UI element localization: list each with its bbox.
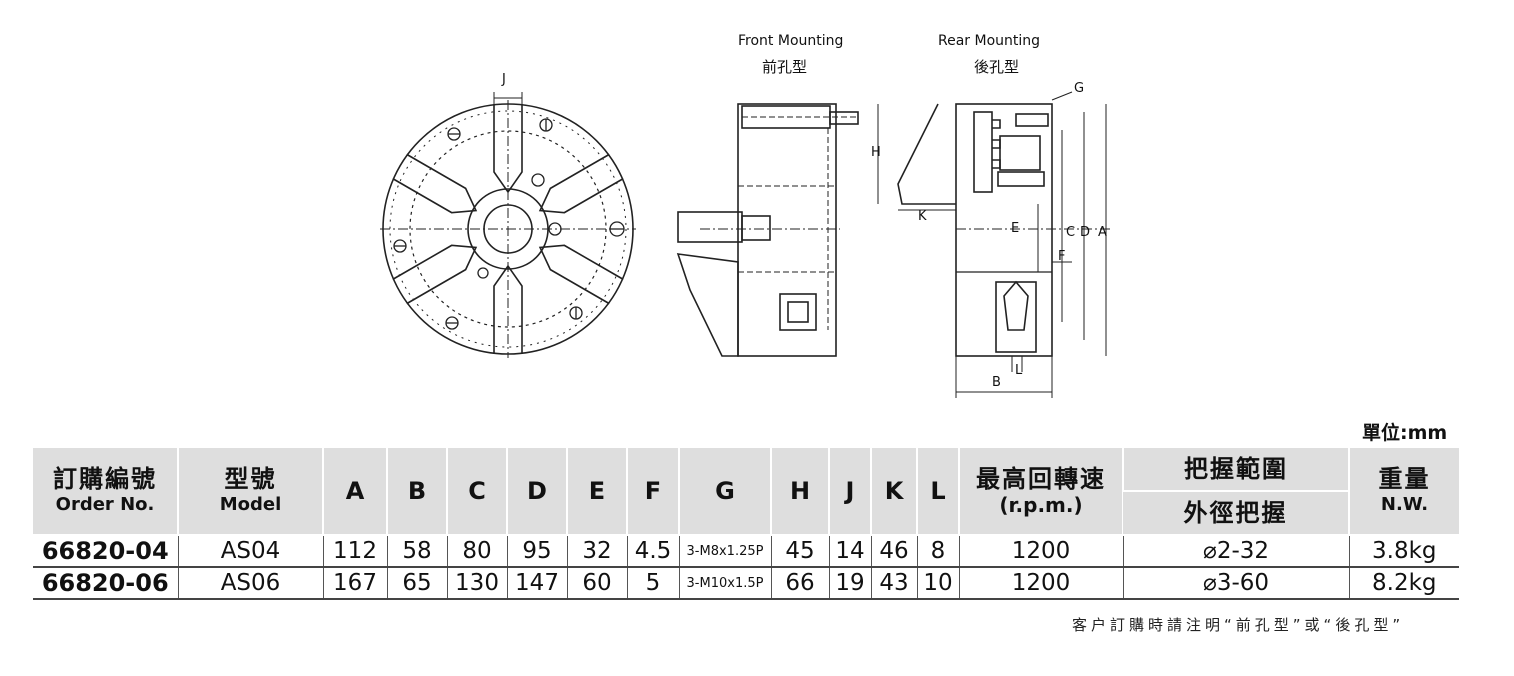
cell-j: 19 — [828, 567, 871, 600]
front-mounting-label-en: Front Mounting — [738, 33, 843, 49]
header-grip-external: 外徑把握 — [1123, 491, 1349, 536]
rear-mounting-view — [877, 91, 1110, 398]
header-weight: 重量 N.W. — [1348, 446, 1459, 536]
spec-table: 訂購編號 Order No. 型號 Model A B C D E F G H … — [33, 446, 1459, 600]
technical-drawing: J Front Mounting 前孔型 Rear Mounting 後孔型 — [380, 33, 1110, 398]
header-l: L — [916, 446, 959, 536]
header-model: 型號 Model — [177, 446, 323, 536]
table-row: 66820-04 AS04 112 58 80 95 32 4.5 3-M8x1… — [33, 534, 1459, 568]
header-e: E — [566, 446, 627, 536]
order-footnote: 客户訂購時請注明“前孔型”或“後孔型” — [1072, 616, 1405, 634]
cell-order-no: 66820-04 — [33, 534, 178, 568]
cell-j: 14 — [828, 534, 871, 568]
dim-label-f: F — [1058, 249, 1065, 264]
cell-model: AS06 — [177, 567, 323, 600]
header-grip-range: 把握範圍 — [1122, 446, 1349, 492]
cell-k: 46 — [870, 534, 917, 568]
cell-a: 167 — [322, 567, 387, 600]
mounting-hole-marks — [393, 118, 625, 330]
cell-l: 8 — [916, 534, 959, 568]
cell-f: 4.5 — [626, 534, 679, 568]
header-a: A — [322, 446, 387, 536]
cell-grip: ⌀3-60 — [1122, 567, 1349, 600]
cell-k: 43 — [870, 567, 917, 600]
header-d: D — [506, 446, 567, 536]
cell-h: 45 — [770, 534, 829, 568]
cell-d: 147 — [506, 567, 567, 600]
dim-label-h: H — [871, 145, 881, 160]
cell-order-no: 66820-06 — [33, 567, 178, 600]
rear-mounting-label-en: Rear Mounting — [938, 33, 1040, 49]
dim-label-l: L — [1015, 363, 1023, 378]
dim-label-c: C — [1066, 225, 1075, 240]
header-j: J — [828, 446, 871, 536]
cell-e: 32 — [566, 534, 627, 568]
jaw-upper-right — [538, 153, 624, 214]
cell-g: 3-M10x1.5P — [678, 567, 771, 600]
header-k: K — [870, 446, 917, 536]
jaw-lower-right — [538, 244, 624, 305]
dim-label-j: J — [501, 72, 506, 87]
cell-rpm: 1200 — [958, 534, 1123, 568]
cell-f: 5 — [626, 567, 679, 600]
cell-e: 60 — [566, 567, 627, 600]
cell-h: 66 — [770, 567, 829, 600]
header-max-speed: 最高回轉速 (r.p.m.) — [958, 446, 1123, 536]
dim-label-e: E — [1011, 221, 1019, 236]
dim-label-g: G — [1074, 81, 1084, 96]
header-f: F — [626, 446, 679, 536]
cell-c: 130 — [446, 567, 507, 600]
rear-mounting-label-cn: 後孔型 — [974, 58, 1019, 76]
dim-label-d: D — [1080, 225, 1090, 240]
cell-c: 80 — [446, 534, 507, 568]
dim-label-k: K — [918, 209, 927, 224]
table-row: 66820-06 AS06 167 65 130 147 60 5 3-M10x… — [33, 567, 1459, 600]
cell-weight: 3.8kg — [1348, 534, 1459, 568]
dim-label-b: B — [992, 375, 1001, 390]
cell-rpm: 1200 — [958, 567, 1123, 600]
cell-model: AS04 — [177, 534, 323, 568]
header-g: G — [678, 446, 771, 536]
chuck-front-view — [380, 92, 636, 358]
header-c: C — [446, 446, 507, 536]
cell-l: 10 — [916, 567, 959, 600]
cell-g: 3-M8x1.25P — [678, 534, 771, 568]
dim-label-a: A — [1098, 225, 1107, 240]
header-order-no: 訂購編號 Order No. — [33, 446, 178, 536]
jaw-lower-left — [392, 244, 478, 305]
cell-a: 112 — [322, 534, 387, 568]
header-h: H — [770, 446, 829, 536]
dimension-labels: G H K E C D A F B L — [871, 81, 1107, 390]
header-b: B — [386, 446, 447, 536]
cell-d: 95 — [506, 534, 567, 568]
cell-b: 58 — [386, 534, 447, 568]
front-mounting-label-cn: 前孔型 — [762, 58, 807, 76]
front-mounting-view — [676, 103, 859, 357]
cell-weight: 8.2kg — [1348, 567, 1459, 600]
cell-grip: ⌀2-32 — [1122, 534, 1349, 568]
unit-label: 單位:mm — [1362, 422, 1448, 444]
jaw-upper-left — [392, 153, 478, 214]
cell-b: 65 — [386, 567, 447, 600]
